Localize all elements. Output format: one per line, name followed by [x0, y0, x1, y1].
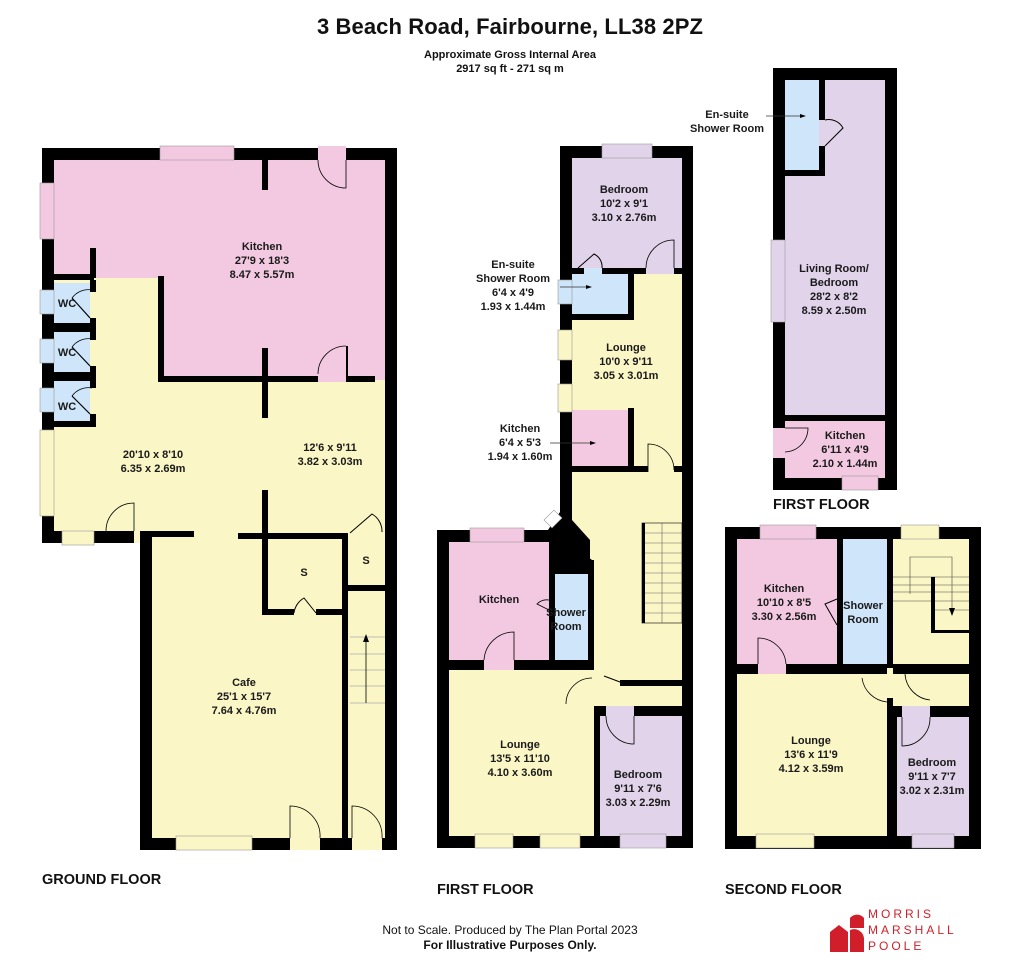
room-label-annex-ensuite: En-suite Shower Room [690, 109, 764, 135]
house-logo-icon [830, 914, 864, 952]
room-label-first-lounge: Lounge 13'5 x 11'10 4.10 x 3.60m [487, 739, 553, 779]
area-label: Approximate Gross Internal Area [424, 49, 596, 61]
logo-wordmark: MORRIS MARSHALL POOLE [868, 907, 957, 953]
room-label-store-2: S [362, 555, 370, 567]
room-label-wc-3: WC [57, 401, 77, 413]
first-floor-annex-plan [770, 68, 897, 491]
room-label-first-bedroom: Bedroom 9'11 x 7'6 3.03 x 2.29m [605, 769, 671, 809]
room-label-annex-kitchen: Kitchen 6'11 x 4'9 2.10 x 1.44m [812, 430, 878, 470]
purpose-text: For Illustrative Purposes Only. [423, 938, 597, 952]
floor-label-second: SECOND FLOOR [725, 882, 842, 898]
room-label-ground-kitchen: Kitchen 27'9 x 18'3 8.47 x 5.57m [229, 241, 295, 281]
ground-floor-plan [39, 145, 397, 851]
disclaimer-text: Not to Scale. Produced by The Plan Porta… [382, 923, 638, 937]
room-label-first-kitchen: Kitchen [478, 594, 520, 606]
agency-logo: MORRIS MARSHALL POOLE [830, 906, 990, 956]
room-label-wc-2: WC [57, 347, 77, 359]
floor-label-first-annex: FIRST FLOOR [773, 497, 870, 513]
first-floor-plan [437, 143, 693, 849]
room-label-annex-living-bedroom: Living Room/ Bedroom 28'2 x 8'2 8.59 x 2… [799, 263, 869, 317]
room-label-first-bedroom-upper: Bedroom 10'2 x 9'1 3.10 x 2.76m [591, 184, 657, 224]
room-label-second-lounge: Lounge 13'6 x 11'9 4.12 x 3.59m [778, 735, 844, 775]
room-label-first-ensuite: En-suite Shower Room 6'4 x 4'9 1.93 x 1.… [476, 259, 550, 313]
second-floor-plan [725, 524, 981, 849]
room-label-wc-1: WC [57, 298, 77, 310]
area-summary: Approximate Gross Internal Area 2917 sq … [0, 48, 1020, 76]
room-label-ground-west-hall: 20'10 x 8'10 6.35 x 2.69m [120, 449, 186, 475]
area-value: 2917 sq ft - 271 sq m [456, 63, 564, 75]
label-pointers [550, 115, 800, 444]
page-title: 3 Beach Road, Fairbourne, LL38 2PZ [316, 14, 704, 39]
room-label-ground-east-hall: 12'6 x 9'11 3.82 x 3.03m [297, 442, 363, 468]
room-label-second-shower-room: Shower Room [843, 600, 883, 626]
room-label-second-bedroom: Bedroom 9'11 x 7'7 3.02 x 2.31m [899, 757, 965, 797]
floor-label-ground: GROUND FLOOR [42, 872, 162, 888]
room-label-first-shower-room: Shower Room [546, 607, 586, 633]
room-label-first-kitchen-small: Kitchen 6'4 x 5'3 1.94 x 1.60m [487, 423, 553, 463]
room-label-store-1: S [300, 567, 308, 579]
floor-label-first: FIRST FLOOR [437, 882, 534, 898]
room-label-second-kitchen: Kitchen 10'10 x 8'5 3.30 x 2.56m [751, 583, 817, 623]
room-label-ground-cafe: Cafe 25'1 x 15'7 7.64 x 4.76m [211, 677, 277, 717]
room-label-first-lounge-upper: Lounge 10'0 x 9'11 3.05 x 3.01m [593, 342, 659, 382]
